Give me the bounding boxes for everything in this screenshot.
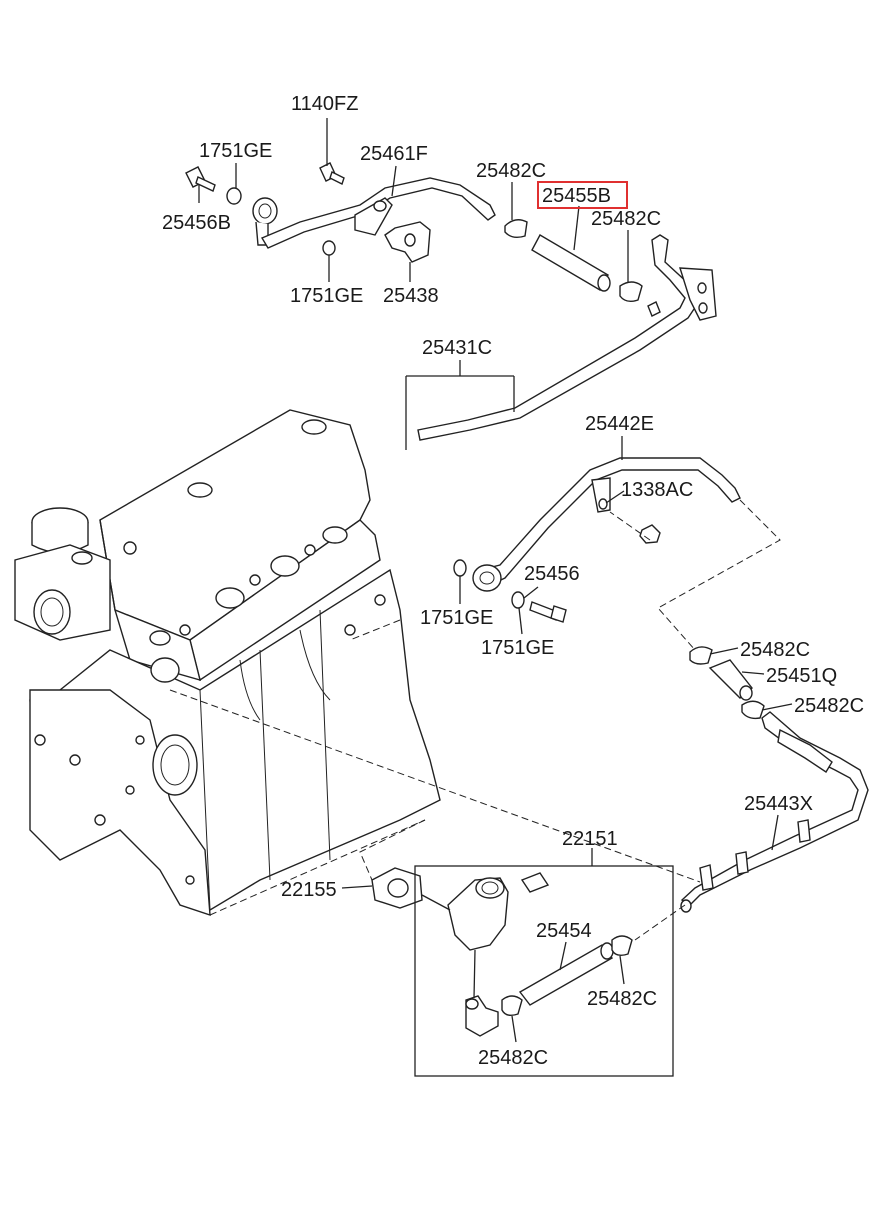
label-25431C[interactable]: 25431C xyxy=(422,337,492,359)
label-1338AC[interactable]: 1338AC xyxy=(621,479,693,501)
lower-pipe-assembly xyxy=(680,646,869,913)
label-25456B[interactable]: 25456B xyxy=(162,212,231,234)
label-22155[interactable]: 22155 xyxy=(281,879,337,901)
label-25482C-bottom-right[interactable]: 25482C xyxy=(587,988,657,1010)
label-25482C-top-left[interactable]: 25482C xyxy=(476,160,546,182)
label-1751GE-left[interactable]: 1751GE xyxy=(420,607,493,629)
label-25455B[interactable]: 25455B xyxy=(542,185,611,207)
label-25443X[interactable]: 25443X xyxy=(744,793,813,815)
label-22151[interactable]: 22151 xyxy=(562,828,618,850)
label-25451Q[interactable]: 25451Q xyxy=(766,665,837,687)
label-25482C-top-right[interactable]: 25482C xyxy=(591,208,661,230)
leader-lines xyxy=(198,118,793,1043)
label-25438[interactable]: 25438 xyxy=(383,285,439,307)
upper-pipe-assembly xyxy=(185,162,717,441)
thermostat-group-box xyxy=(414,865,674,1077)
label-25482C-bottom[interactable]: 25482C xyxy=(478,1047,548,1069)
label-1751GE-right[interactable]: 1751GE xyxy=(481,637,554,659)
label-25482C-mid-lower[interactable]: 25482C xyxy=(794,695,864,717)
label-1751GE-mid[interactable]: 1751GE xyxy=(290,285,363,307)
label-1751GE-top[interactable]: 1751GE xyxy=(199,140,272,162)
highlight-box xyxy=(537,181,628,209)
label-1140FZ[interactable]: 1140FZ xyxy=(291,93,358,115)
alignment-lines xyxy=(169,499,781,941)
part-labels: 1140FZ 1751GE 25461F 25482C 25455B 25482… xyxy=(162,93,864,1069)
engine-block xyxy=(14,409,441,916)
label-25456[interactable]: 25456 xyxy=(524,563,580,585)
label-25442E[interactable]: 25442E xyxy=(585,413,654,435)
label-25454[interactable]: 25454 xyxy=(536,920,592,942)
middle-pipe-assembly xyxy=(453,457,741,623)
label-25482C-mid-upper[interactable]: 25482C xyxy=(740,639,810,661)
thermostat-housing-assembly xyxy=(371,867,633,1037)
label-25461F[interactable]: 25461F xyxy=(360,143,428,165)
